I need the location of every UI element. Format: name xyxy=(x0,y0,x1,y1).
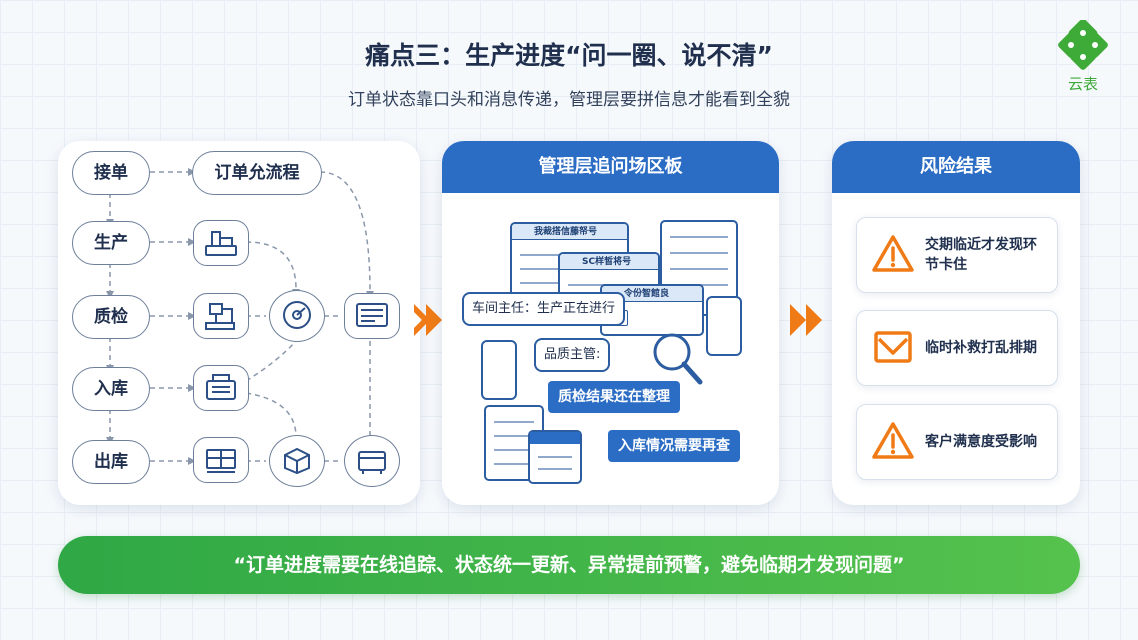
chat-bubble-workshop: 车间主任：生产正在进行 xyxy=(462,292,626,326)
flow-step-inspection: 质检 xyxy=(72,295,150,339)
risk-card-deadline: 交期临近才发现环节卡住 xyxy=(856,217,1058,293)
risk-text: 客户满意度受影响 xyxy=(925,434,1037,450)
page-subtitle: 订单状态靠口头和消息传递，管理层要拼信息才能看到全貌 xyxy=(348,90,790,110)
summary-banner: “订单进度需要在线追踪、状态统一更新、异常提前预警，避免临期才发现问题” xyxy=(58,536,1080,594)
crate-icon xyxy=(344,435,400,487)
box-icon xyxy=(269,435,325,487)
chevron-right-icon xyxy=(790,304,822,336)
phone-icon xyxy=(706,296,742,356)
printer-icon xyxy=(193,365,249,411)
chat-bubble-quality: 品质主管: xyxy=(534,338,611,372)
document-title: 令份智館良 xyxy=(602,286,702,302)
board-title: 管理层追问场区板 xyxy=(442,141,779,193)
risk-text: 交期临近才发现环节卡住 xyxy=(925,237,1037,273)
logo-icon xyxy=(1058,18,1108,70)
flow-step-production: 生产 xyxy=(72,221,150,265)
flow-connectors xyxy=(106,168,374,465)
flow-step-receive-order: 接单 xyxy=(72,151,150,195)
machine-icon xyxy=(193,220,249,266)
warning-icon xyxy=(872,422,914,459)
magnifier-icon xyxy=(653,333,703,385)
document-title: 我裁搭信藤帑号 xyxy=(512,224,627,240)
flow-step-warehousing: 入库 xyxy=(72,367,150,411)
lathe-icon xyxy=(193,293,249,339)
risk-text: 临时补救打乱排期 xyxy=(925,340,1037,356)
gauge-icon xyxy=(269,290,325,342)
page-title: 痛点三：生产进度“问一圈、说不清” xyxy=(365,41,773,70)
flow-step-shipping: 出库 xyxy=(72,440,150,484)
status-tag-quality: 质检结果还在整理 xyxy=(548,381,680,413)
warning-icon xyxy=(872,235,914,272)
chevron-right-icon xyxy=(414,304,442,336)
mail-alert-icon xyxy=(874,331,912,363)
pallet-icon xyxy=(193,437,249,483)
status-tag-warehouse: 入库情况需要再查 xyxy=(608,430,740,462)
logo xyxy=(1052,18,1114,74)
logo-text: 云表 xyxy=(1067,75,1098,93)
document-title: SC样皙将号 xyxy=(560,254,658,270)
risk-card-customer: 客户满意度受影响 xyxy=(856,404,1058,480)
phone-icon xyxy=(481,340,517,400)
display-icon xyxy=(344,293,400,339)
calendar-icon xyxy=(528,430,582,484)
flow-step-order-process: 订单允流程 xyxy=(192,151,322,195)
risk-card-schedule: 临时补救打乱排期 xyxy=(856,310,1058,386)
risk-title: 风险结果 xyxy=(832,141,1080,193)
